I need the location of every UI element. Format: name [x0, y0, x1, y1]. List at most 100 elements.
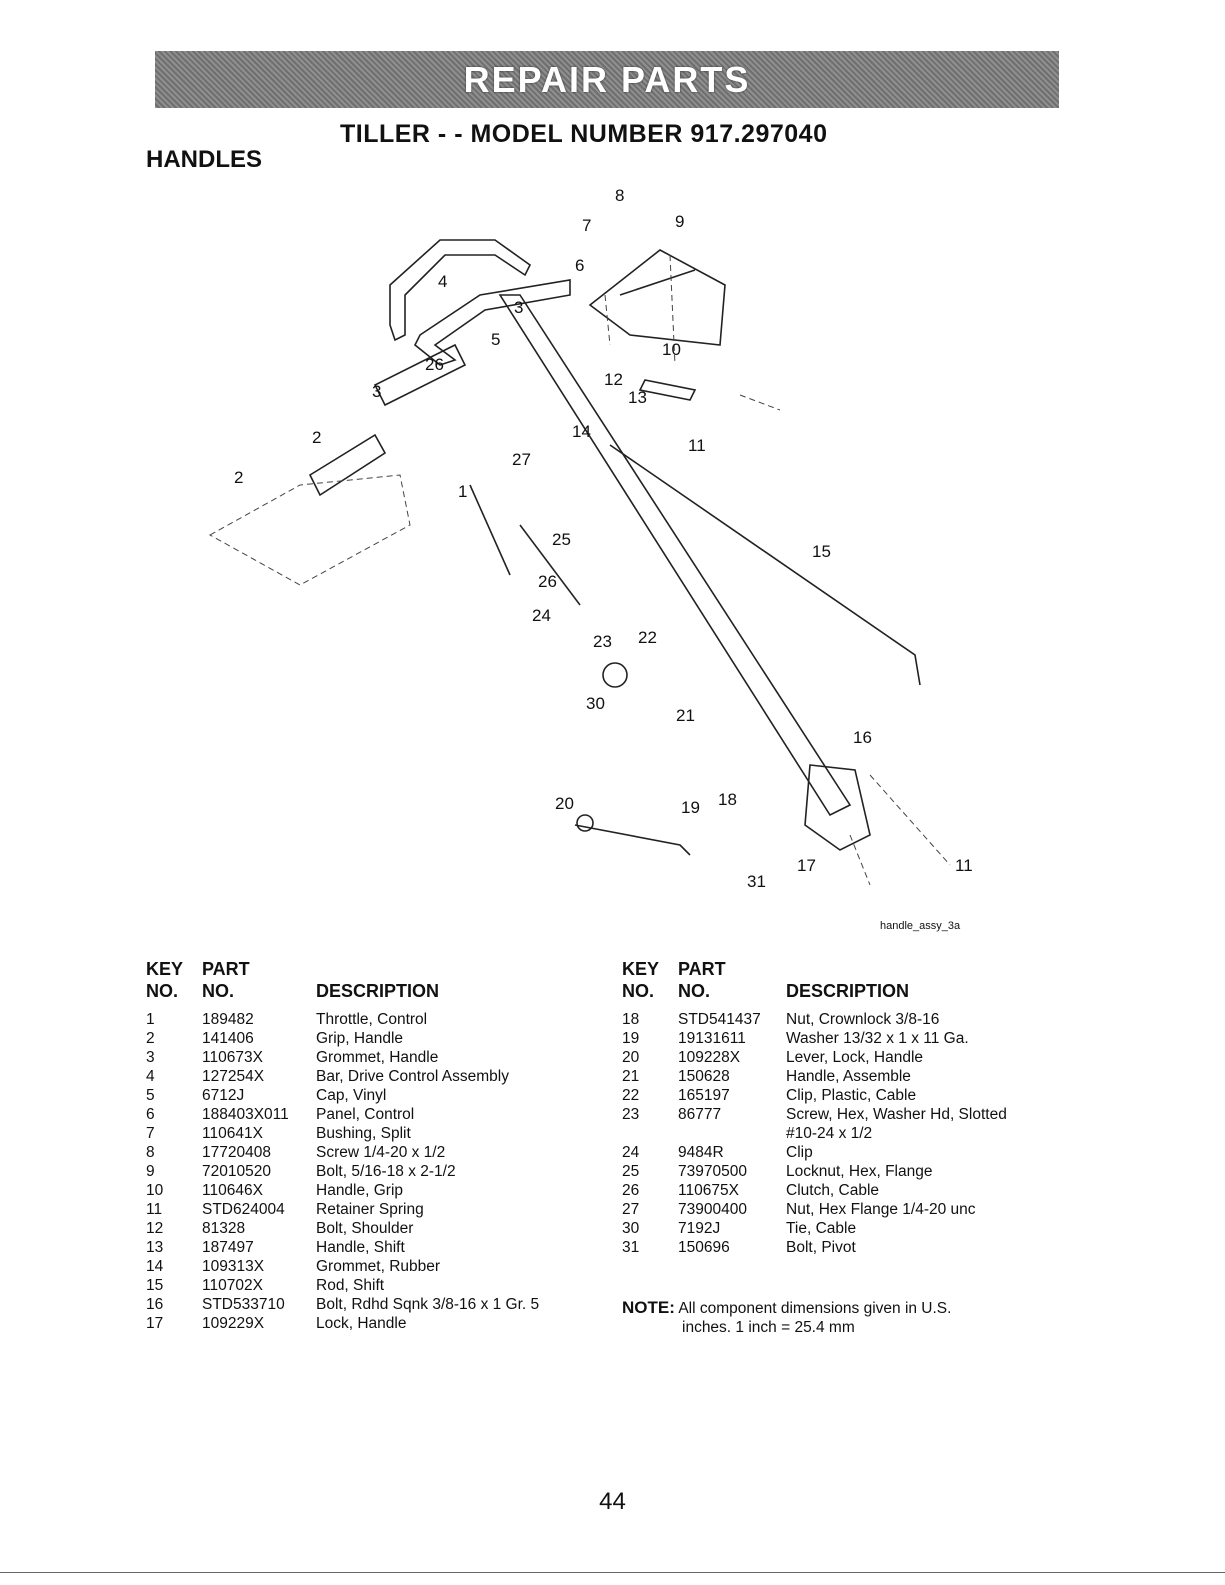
- callout: 13: [628, 388, 647, 407]
- callout: 5: [491, 330, 500, 349]
- header-part-no: NO.: [678, 981, 711, 1001]
- header-part: PART: [202, 959, 250, 979]
- cable-tie: [602, 662, 628, 688]
- header-key-no: NO.: [146, 981, 179, 1001]
- callout: 3: [372, 382, 381, 401]
- header-description: DESCRIPTION: [786, 981, 910, 1001]
- callout: 2: [312, 428, 321, 447]
- lock-lever: [574, 824, 691, 856]
- shift-handle: [638, 379, 697, 401]
- header-part: PART: [678, 959, 726, 979]
- header-key: KEY: [146, 959, 184, 979]
- callout: 3: [514, 298, 523, 317]
- page-number: 44: [599, 1488, 626, 1515]
- repair-parts-banner: REPAIR PARTS: [155, 51, 1059, 108]
- callout: 10: [662, 340, 681, 359]
- parts-list-header: KEY PART NO. NO. DESCRIPTION: [622, 958, 1082, 1002]
- parts-list-header: KEY PART NO. NO. DESCRIPTION: [146, 958, 616, 1002]
- callout: 23: [593, 632, 612, 651]
- header-part-no: NO.: [202, 981, 235, 1001]
- callout: 18: [718, 790, 737, 809]
- callout: 21: [676, 706, 695, 725]
- note-line-1: All component dimensions given in U.S.: [678, 1300, 952, 1317]
- callout: 30: [586, 694, 605, 713]
- shift-rod: [609, 444, 921, 686]
- grip-right: [373, 343, 467, 407]
- grip-left: [308, 433, 387, 497]
- callout: 1: [458, 482, 467, 501]
- callout: 12: [604, 370, 623, 389]
- handle-tube: [498, 294, 852, 817]
- section-title: HANDLES: [146, 146, 263, 173]
- callout: 11: [688, 436, 706, 455]
- lever-knob: [576, 814, 594, 832]
- callout: 27: [512, 450, 531, 469]
- callout: 4: [438, 272, 447, 291]
- callout: 25: [552, 530, 571, 549]
- table-row: #10-24 x 1/2: [786, 1125, 873, 1142]
- note-line-2: inches. 1 inch = 25.4 mm: [682, 1319, 855, 1336]
- banner-title: REPAIR PARTS: [463, 58, 751, 100]
- diagram-reference: handle_assy_3a: [880, 920, 961, 932]
- callout: 11: [955, 856, 973, 875]
- callout: 24: [532, 606, 551, 625]
- callout: 2: [234, 468, 243, 487]
- diagram-callouts: 8 7 9 6 4 3 5 26 3 10 12 13 2 14 11 27 2…: [234, 186, 973, 932]
- callout: 8: [615, 186, 624, 205]
- callout: 19: [681, 798, 700, 817]
- callout: 20: [555, 794, 574, 813]
- callout: 26: [538, 572, 557, 591]
- dimension-note: NOTE: All component dimensions given in …: [622, 1298, 951, 1337]
- header-key-no: NO.: [622, 981, 655, 1001]
- callout: 17: [797, 856, 816, 875]
- control-panel: [588, 249, 726, 346]
- callout: 16: [853, 728, 872, 747]
- callout: 15: [812, 542, 831, 561]
- callout: 9: [675, 212, 684, 231]
- drive-bar: [389, 239, 532, 342]
- clutch-cable: [519, 524, 581, 606]
- handle-bracket: [804, 764, 871, 851]
- model-title: TILLER - - MODEL NUMBER 917.297040: [340, 120, 828, 148]
- callout: 14: [572, 422, 591, 441]
- note-label: NOTE:: [622, 1298, 675, 1317]
- callout: 22: [638, 628, 657, 647]
- callout: 31: [747, 872, 766, 891]
- header-description: DESCRIPTION: [316, 981, 440, 1001]
- callout: 6: [575, 256, 584, 275]
- callout: 7: [582, 216, 591, 235]
- callout: 26: [425, 355, 444, 374]
